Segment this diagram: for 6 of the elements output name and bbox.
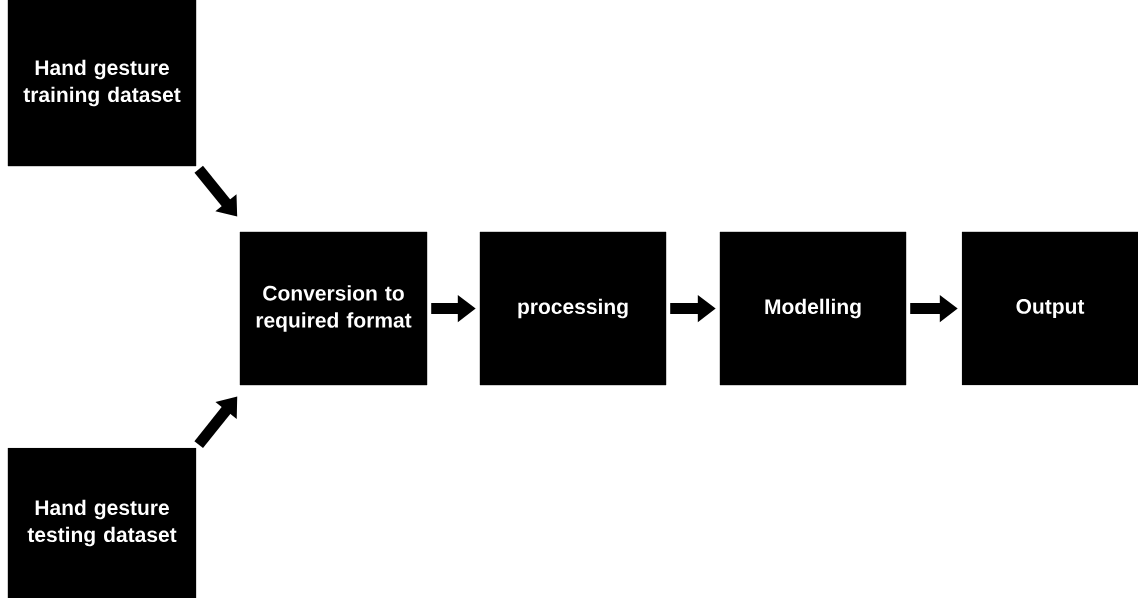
process-box: Hand gesture training dataset xyxy=(7,0,197,167)
process-box: Hand gesture testing dataset xyxy=(7,447,197,598)
process-box: Output xyxy=(961,231,1138,386)
process-box: Modelling xyxy=(719,231,907,386)
process-box: processing xyxy=(479,231,667,386)
process-box: Conversion to required format xyxy=(239,231,428,386)
